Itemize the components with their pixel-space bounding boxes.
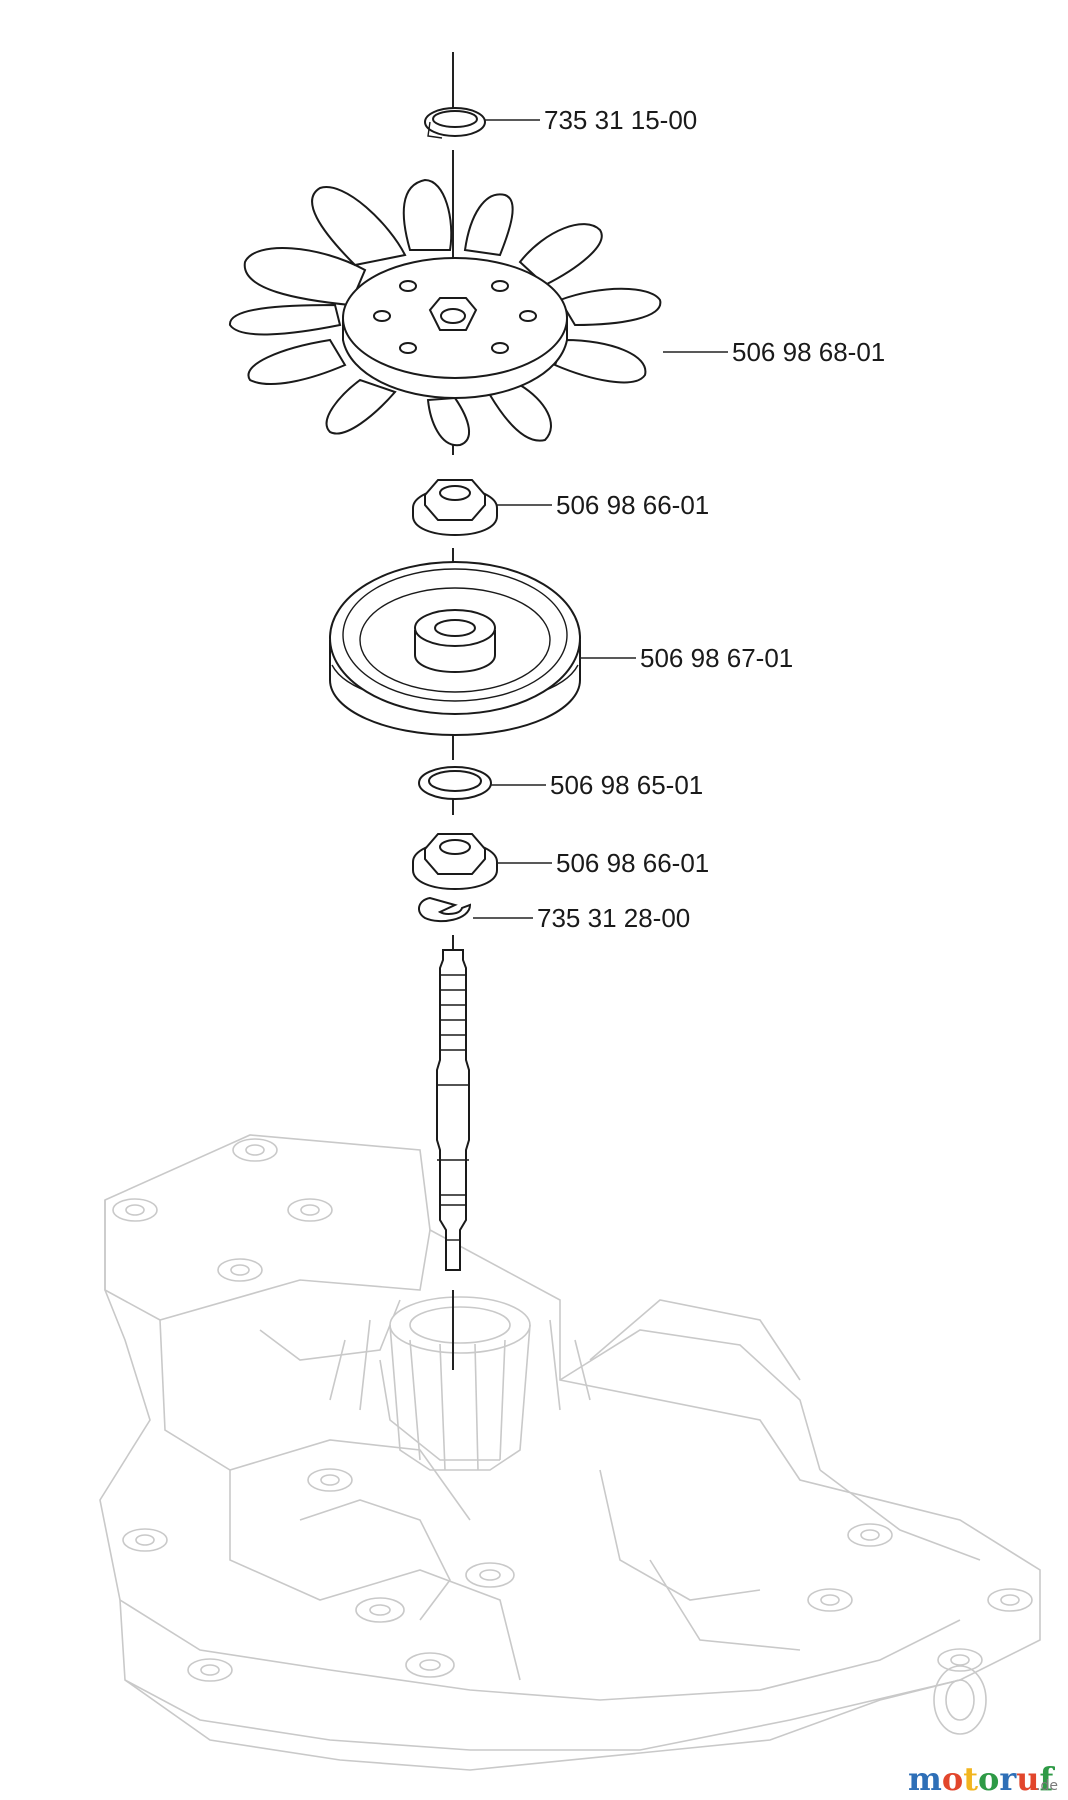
motoruf-watermark-logo: motoruf .de	[908, 1760, 1058, 1798]
part-label-506-98-67-01: 506 98 67-01	[640, 643, 793, 673]
watermark-letter: f	[1039, 1760, 1055, 1798]
e-clip	[418, 896, 472, 923]
watermark-letter: u	[1016, 1760, 1039, 1798]
part-label-506-98-66-01-upper: 506 98 66-01	[556, 490, 709, 520]
part-label-735-31-15-00: 735 31 15-00	[544, 105, 697, 135]
watermark-letter: r	[999, 1760, 1017, 1798]
pulley	[329, 561, 581, 737]
cooling-fan	[229, 178, 662, 447]
leader-lines	[473, 119, 728, 919]
part-label-735-31-28-00: 735 31 28-00	[537, 903, 690, 933]
upper-hex-hub	[412, 479, 498, 537]
part-label-506-98-68-01: 506 98 68-01	[732, 337, 885, 367]
watermark-letter: m	[908, 1760, 942, 1798]
watermark-letter: t	[963, 1760, 978, 1798]
part-number-labels: 735 31 15-00 506 98 68-01 506 98 66-01 5…	[537, 105, 885, 933]
watermark-letter: o	[978, 1760, 999, 1798]
transaxle-housing-ghost	[99, 1134, 1041, 1771]
watermark-letter: o	[942, 1760, 963, 1798]
input-shaft	[436, 949, 470, 1271]
watermark-suffix: .de	[1036, 1778, 1058, 1794]
watermark-brand: motoruf	[908, 1760, 1055, 1798]
wave-washer	[418, 766, 492, 800]
lower-hex-hub	[412, 833, 498, 891]
upper-retaining-clip	[424, 107, 486, 139]
part-label-506-98-66-01-lower: 506 98 66-01	[556, 848, 709, 878]
part-label-506-98-65-01: 506 98 65-01	[550, 770, 703, 800]
